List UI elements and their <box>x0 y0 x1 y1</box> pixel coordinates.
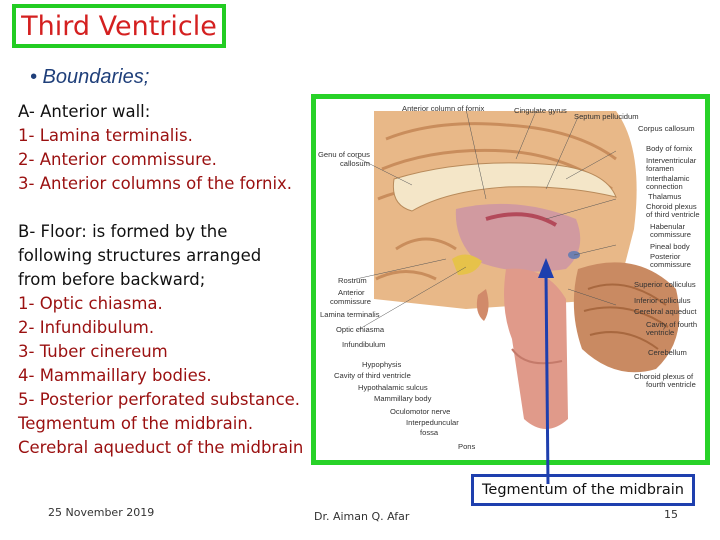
boundaries-bullet: • Boundaries; <box>30 66 150 88</box>
label-anterior-column-fornix: Anterior column of fornix <box>402 104 485 113</box>
label-inferior-colliculus: Inferior colliculus <box>634 296 691 305</box>
footer-author: Dr. Aiman Q. Afar <box>314 510 410 523</box>
caption-text: Tegmentum of the midbrain <box>482 482 684 498</box>
label-posterior: Posterior <box>650 252 681 261</box>
anterior-wall-heading: A- Anterior wall: <box>18 102 151 121</box>
label-body-fornix: Body of fornix <box>646 144 693 153</box>
label-choroid-plexus: Choroid plexus <box>646 202 697 211</box>
hypophysis <box>476 289 489 321</box>
label-foramen: foramen <box>646 164 674 173</box>
label-superior-colliculus: Superior colliculus <box>634 280 696 289</box>
label-hypophysis: Hypophysis <box>362 360 401 369</box>
label-genu: Genu of corpus <box>318 150 370 159</box>
label-interpeduncular: Interpeduncular <box>406 418 459 427</box>
label-fourth-ventricle-2: fourth ventricle <box>646 380 696 389</box>
floor-intro-1: B- Floor: is formed by the <box>18 222 228 241</box>
brain-figure: Anterior column of fornix Cingulate gyru… <box>311 94 710 465</box>
floor-item-5: 5- Posterior perforated substance. <box>18 390 301 409</box>
anterior-item-3: 3- Anterior columns of the fornix. <box>18 174 293 193</box>
footer-page-number: 15 <box>664 508 678 521</box>
label-cerebellum: Cerebellum <box>648 348 687 357</box>
floor-item-3: 3- Tuber cinereum <box>18 342 168 361</box>
label-cavity-third-ventricle: Cavity of third ventricle <box>334 371 411 380</box>
label-septum-pellucidum: Septum pellucidum <box>574 112 639 121</box>
label-infundibulum: Infundibulum <box>342 340 385 349</box>
floor-item-1: 1- Optic chiasma. <box>18 294 163 313</box>
label-of-third-ventricle: of third ventricle <box>646 210 700 219</box>
label-pons: Pons <box>458 442 476 451</box>
label-interventricular: Interventricular <box>646 156 697 165</box>
label-commissure: commissure <box>330 297 371 306</box>
label-cerebral-aqueduct: Cerebral aqueduct <box>634 307 697 316</box>
arrow-shaft <box>544 273 550 485</box>
corpus-callosum <box>392 162 617 212</box>
label-habenular-commissure: commissure <box>650 230 691 239</box>
label-optic-chiasma: Optic chiasma <box>336 325 385 334</box>
caption-box: Tegmentum of the midbrain <box>471 474 695 506</box>
label-pineal-body: Pineal body <box>650 242 690 251</box>
label-habenular: Habenular <box>650 222 686 231</box>
label-lamina-terminalis: Lamina terminalis <box>320 310 380 319</box>
footer-date: 25 November 2019 <box>48 506 155 519</box>
floor-item-4: 4- Mammaillary bodies. <box>18 366 212 385</box>
slide-title: Third Ventricle <box>21 10 217 42</box>
brain-illustration: Anterior column of fornix Cingulate gyru… <box>318 104 700 451</box>
label-corpus-callosum: Corpus callosum <box>638 124 695 133</box>
label-genu-2: callosum <box>340 159 370 168</box>
label-hypothalamic-sulcus: Hypothalamic sulcus <box>358 383 428 392</box>
label-thalamus: Thalamus <box>648 192 682 201</box>
label-cavity-fourth: Cavity of fourth <box>646 320 697 329</box>
label-cingulate-gyrus: Cingulate gyrus <box>514 106 567 115</box>
title-box: Third Ventricle <box>12 4 226 48</box>
label-mammillary-body: Mammillary body <box>374 394 432 403</box>
brainstem <box>504 268 568 429</box>
floor-item-6: Tegmentum of the midbrain. <box>18 414 254 433</box>
arrow-head-icon <box>538 258 554 278</box>
label-fossa: fossa <box>420 428 439 437</box>
floor-item-2: 2- Infundibulum. <box>18 318 155 337</box>
floor-item-7: Cerebral aqueduct of the midbrain <box>18 438 304 457</box>
label-connection: connection <box>646 182 683 191</box>
label-anterior: Anterior <box>338 288 365 297</box>
floor-intro-3: from before backward; <box>18 270 206 289</box>
label-rostrum: Rostrum <box>338 276 367 285</box>
floor-intro-2: following structures arranged <box>18 246 262 265</box>
optic-chiasma <box>452 254 482 275</box>
label-choroid-plexus-fourth: Choroid plexus of <box>634 372 694 381</box>
anterior-item-1: 1- Lamina terminalis. <box>18 126 193 145</box>
label-interthalamic: Interthalamic <box>646 174 690 183</box>
label-oculomotor-nerve: Oculomotor nerve <box>390 407 450 416</box>
label-posterior-commissure: commissure <box>650 260 691 269</box>
label-fourth-ventricle: ventricle <box>646 328 674 337</box>
anterior-item-2: 2- Anterior commissure. <box>18 150 217 169</box>
